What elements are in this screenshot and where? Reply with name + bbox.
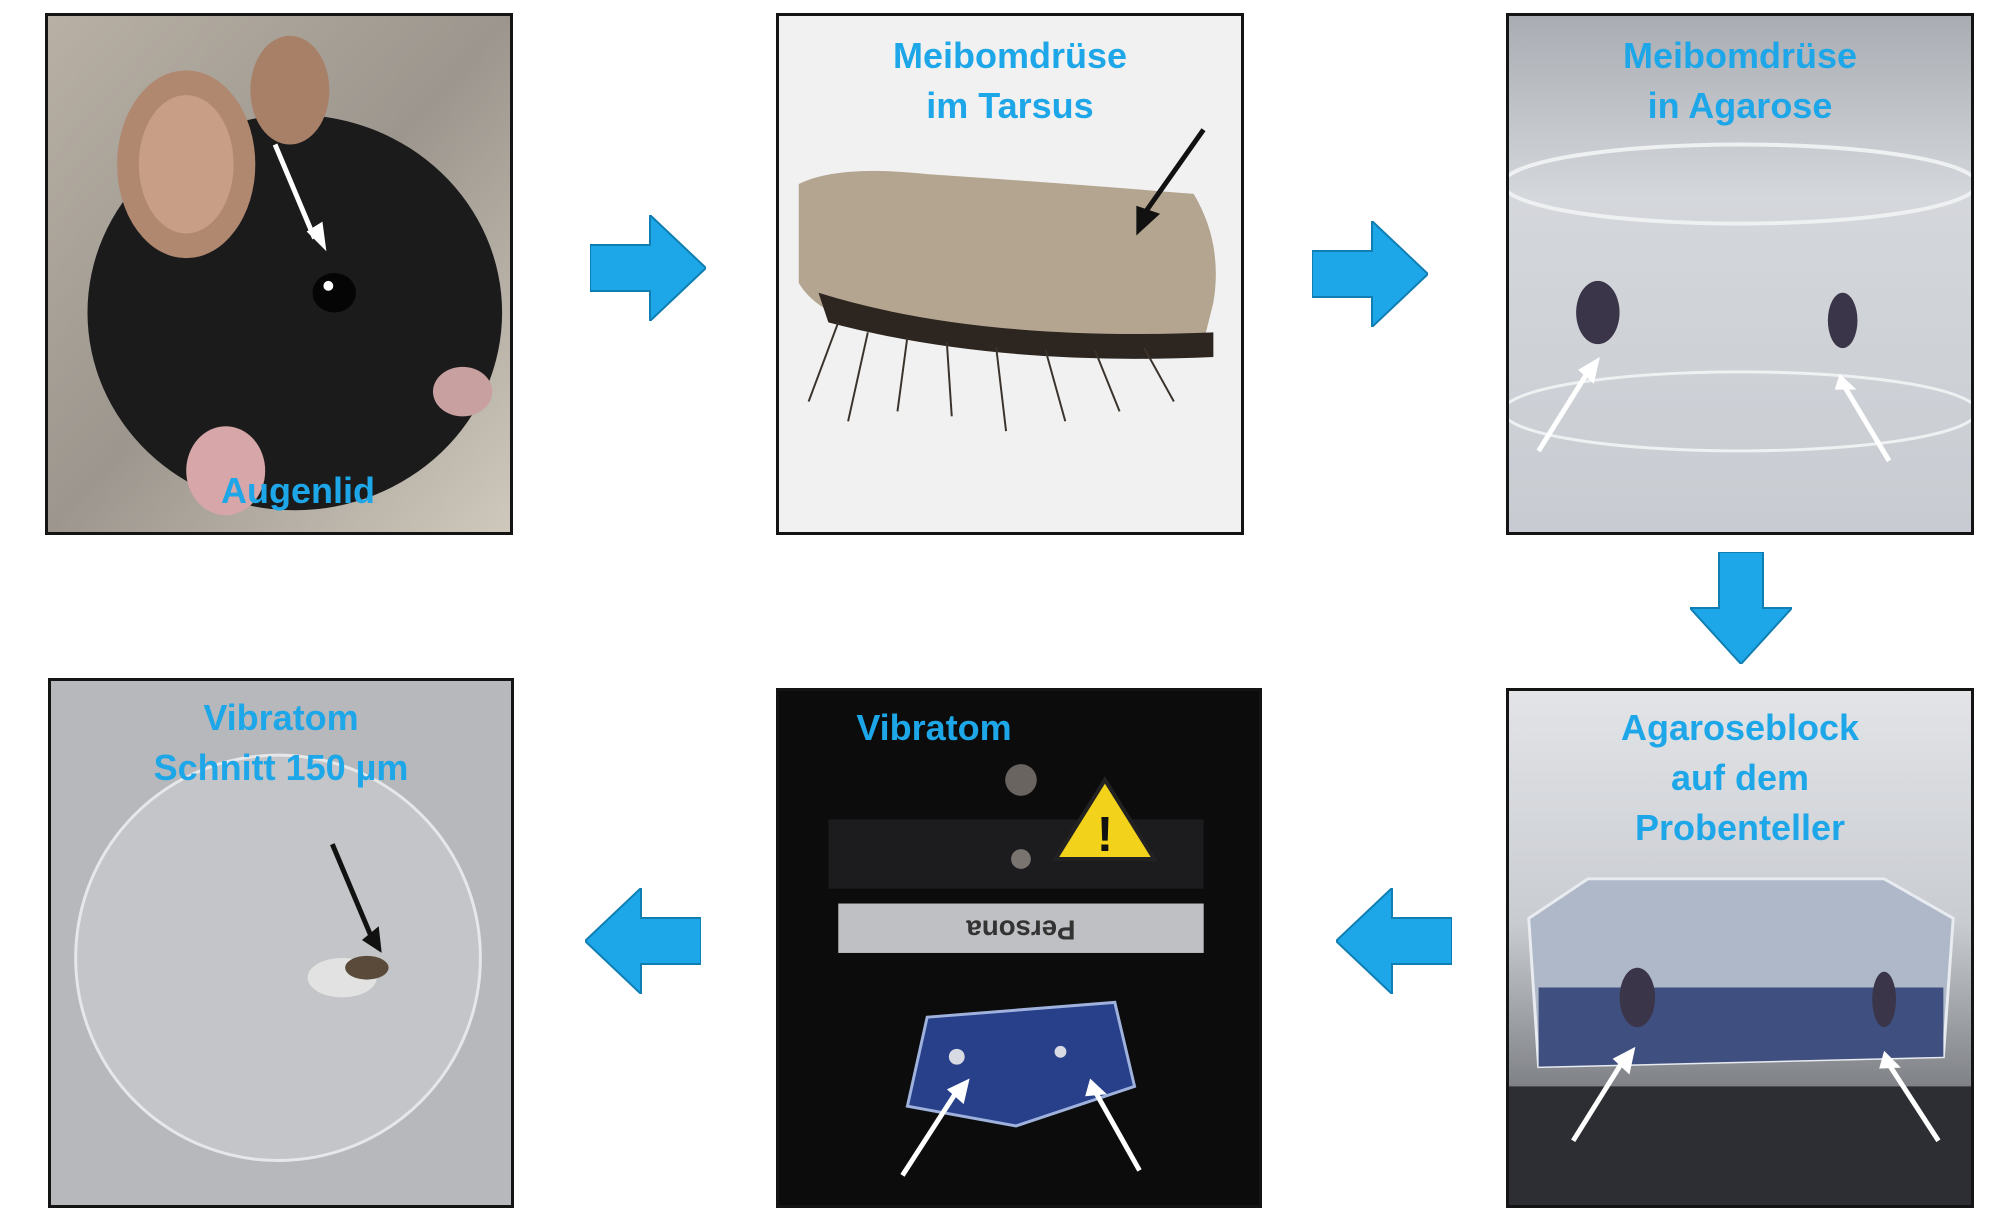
panel-tarsus: Meibomdrüse im Tarsus: [776, 13, 1244, 535]
mouse-photo: [48, 16, 510, 532]
arrow-right-icon: [1312, 221, 1428, 327]
label-schnitt: Vibratom Schnitt 150 µm: [51, 693, 511, 793]
label-vibratom: Vibratom: [809, 703, 1059, 753]
panel-agarose: Meibomdrüse in Agarose: [1506, 13, 1974, 535]
arrow-down-icon: [1690, 552, 1792, 664]
label-tarsus: Meibomdrüse im Tarsus: [779, 31, 1241, 131]
arrow-right-icon: [590, 215, 706, 321]
vibratome-photo: ! Persona: [779, 691, 1259, 1205]
svg-text:!: !: [1097, 807, 1113, 862]
label-augenlid: Augenlid: [148, 466, 448, 516]
blade-text: Persona: [966, 914, 1076, 945]
panel-augenlid: Augenlid: [45, 13, 513, 535]
label-agarose-block: Agaroseblock auf dem Probenteller: [1509, 703, 1971, 853]
arrow-left-icon: [1336, 888, 1452, 994]
panel-schnitt: Vibratom Schnitt 150 µm: [48, 678, 514, 1208]
arrow-left-icon: [585, 888, 701, 994]
panel-vibratom: ! Persona Vibratom: [776, 688, 1262, 1208]
panel-agarose-block: Agaroseblock auf dem Probenteller: [1506, 688, 1974, 1208]
label-agarose: Meibomdrüse in Agarose: [1509, 31, 1971, 131]
